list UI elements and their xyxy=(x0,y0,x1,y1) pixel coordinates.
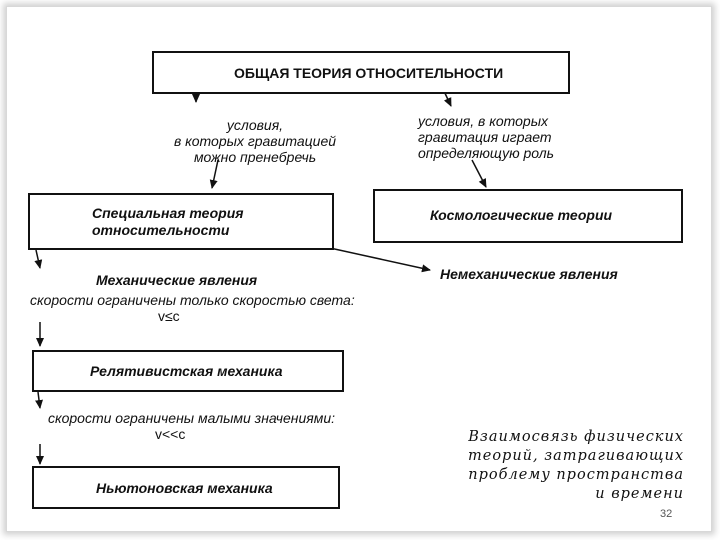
speed-condition-small-formula: v<<c xyxy=(155,426,186,442)
general-relativity-title: ОБЩАЯ ТЕОРИЯ ОТНОСИТЕЛЬНОСТИ xyxy=(234,65,504,81)
speed-condition-small: скорости ограничены малыми значениями: xyxy=(48,410,336,426)
speed-condition-light-formula: v≤c xyxy=(158,308,180,324)
arrow-to-mech xyxy=(34,249,43,269)
mechanical-phenomena-label: Механические явления xyxy=(96,272,258,288)
speed-condition-light: скорости ограничены только скоростью све… xyxy=(30,292,355,308)
right-condition-label: условия, в которых гравитация играет опр… xyxy=(418,113,555,161)
general-relativity-box: ОБЩАЯ ТЕОРИЯ ОТНОСИТЕЛЬНОСТИ xyxy=(152,51,570,94)
figure-caption: Взаимосвязь физических теорий, затрагива… xyxy=(467,429,684,502)
nonmechanical-phenomena-label: Немеханические явления xyxy=(440,266,618,282)
left-condition-label: условия, в которых гравитацией можно пре… xyxy=(173,117,337,165)
arrow-to-sr-box xyxy=(209,159,219,189)
relativistic-mechanics-text: Релятивистская механика xyxy=(90,363,283,379)
arrow-to-cosmo-box xyxy=(471,159,487,188)
cosmology-box: Космологические теории xyxy=(373,189,683,243)
special-relativity-text: Специальная теория относительности xyxy=(92,205,244,238)
newtonian-mechanics-box: Ньютоновская механика xyxy=(32,466,340,509)
arrow-to-nonmech xyxy=(329,247,431,273)
arrow-to-speed-cond-2 xyxy=(35,391,43,409)
special-relativity-box: Специальная теория относительности xyxy=(28,193,334,250)
relativistic-mechanics-box: Релятивистская механика xyxy=(32,350,344,392)
newtonian-mechanics-text: Ньютоновская механика xyxy=(96,480,273,496)
page-number: 32 xyxy=(660,508,673,520)
cosmology-text: Космологические теории xyxy=(430,207,613,223)
